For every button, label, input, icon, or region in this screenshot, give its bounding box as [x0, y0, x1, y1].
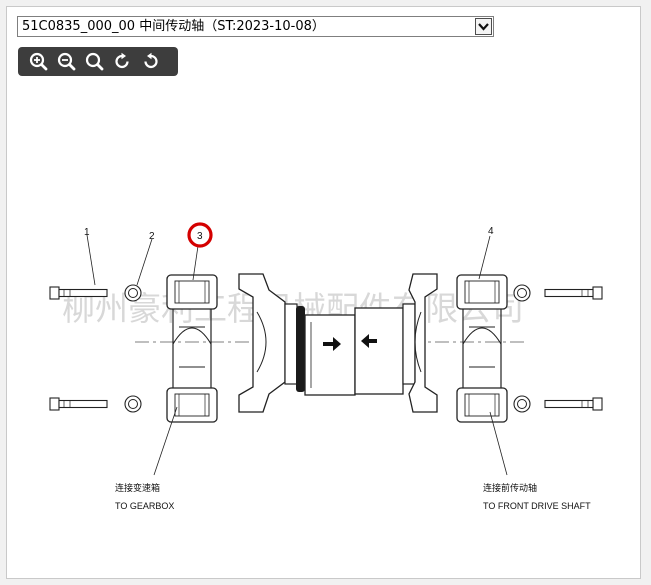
right-flange-part	[402, 273, 438, 413]
callout-4[interactable]: 4	[488, 226, 494, 237]
washer-part	[124, 284, 142, 302]
zoom-out-icon[interactable]	[56, 51, 77, 72]
seal-ring-part	[296, 306, 305, 392]
label-front-shaft-en: TO FRONT DRIVE SHAFT	[483, 501, 591, 511]
callout-3-highlight[interactable]	[187, 222, 213, 248]
bolt-part	[544, 397, 603, 411]
callout-3[interactable]: 3	[197, 231, 203, 242]
slip-sleeve-part	[304, 307, 404, 396]
right-yoke-part	[456, 274, 508, 423]
viewer-toolbar	[18, 47, 178, 76]
document-select-value: 51C0835_000_00 中间传动轴（ST:2023-10-08）	[22, 19, 325, 34]
document-select[interactable]: 51C0835_000_00 中间传动轴（ST:2023-10-08）	[17, 16, 494, 37]
rotate-cw-icon[interactable]	[112, 51, 133, 72]
label-gearbox-cn: 连接变速箱	[115, 482, 160, 493]
bolt-part	[544, 286, 603, 300]
rotate-ccw-icon[interactable]	[140, 51, 161, 72]
label-front-shaft-cn: 连接前传动轴	[483, 482, 537, 493]
callout-1[interactable]: 1	[84, 227, 90, 238]
left-yoke-part	[166, 274, 218, 423]
label-gearbox-en: TO GEARBOX	[115, 501, 174, 511]
washer-part	[513, 284, 531, 302]
magnifier-icon[interactable]	[84, 51, 105, 72]
washer-part	[513, 395, 531, 413]
chevron-down-icon[interactable]	[475, 18, 492, 35]
viewer-panel: 51C0835_000_00 中间传动轴（ST:2023-10-08）	[6, 6, 641, 579]
left-flange-part	[238, 273, 298, 413]
exploded-parts-diagram: 柳州豪利工程机械配件有限公司	[49, 222, 603, 511]
bolt-part	[49, 397, 108, 411]
washer-part	[124, 395, 142, 413]
callout-2[interactable]: 2	[149, 231, 155, 242]
zoom-in-icon[interactable]	[28, 51, 49, 72]
